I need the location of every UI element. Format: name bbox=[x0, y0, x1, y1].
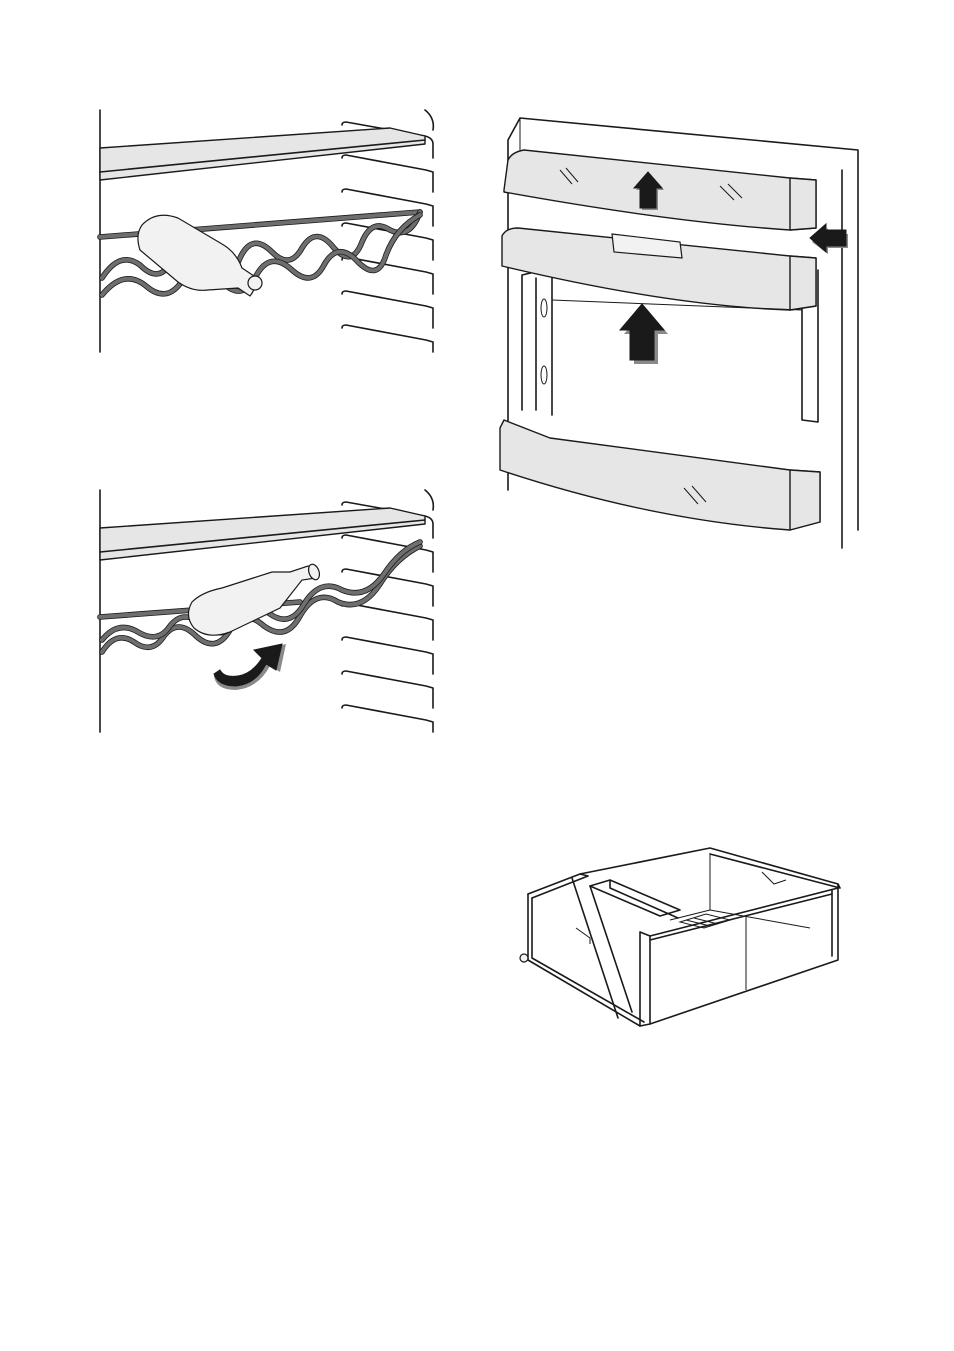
door-shelf-illustration bbox=[490, 110, 870, 550]
glass-shelf bbox=[100, 508, 425, 560]
curved-arrow-icon bbox=[214, 644, 286, 690]
shelf-support-ribs bbox=[342, 502, 433, 732]
drawer-divider bbox=[590, 880, 680, 918]
shelf-support-ribs bbox=[342, 122, 433, 352]
door-balcony-middle bbox=[502, 228, 816, 310]
glass-shelf bbox=[100, 128, 425, 180]
up-arrow-large-icon bbox=[620, 304, 668, 364]
wine-bottle-icon bbox=[188, 563, 321, 635]
door-balcony-bottom bbox=[500, 420, 820, 530]
wine-rack-illustration-1 bbox=[90, 100, 450, 360]
vegetable-drawer-illustration bbox=[510, 840, 850, 1040]
drawer-knob bbox=[520, 954, 528, 962]
wine-rack-illustration-2 bbox=[90, 480, 450, 740]
